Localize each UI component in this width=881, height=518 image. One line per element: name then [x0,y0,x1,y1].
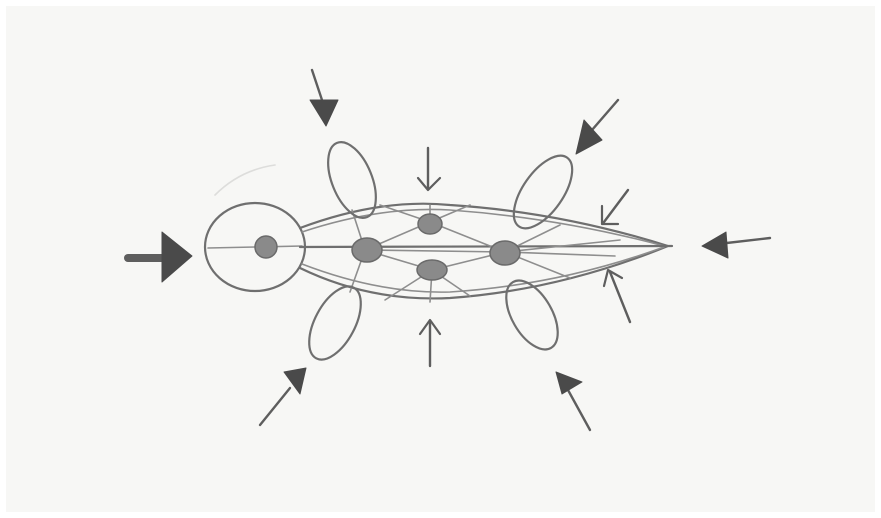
arrow-right-icon [702,232,770,258]
shell-spot-bottom [417,260,447,280]
arrow-right-upper-icon [602,190,628,224]
arrow-right-lower-icon [604,270,630,322]
arrow-bottom-right-icon [556,372,590,430]
shell-spot-left [352,238,382,262]
faint-smudge [215,165,275,195]
shell-spot-right [490,241,520,265]
arrow-top-left-icon [310,70,338,126]
arrow-top-middle-icon [418,148,440,190]
arrow-top-right-icon [576,100,618,154]
flipper-back-bottom [496,272,569,358]
flipper-front-bottom [299,278,372,367]
arrow-bottom-middle-icon [420,320,440,366]
arrow-left-bold-icon [128,232,192,282]
shell-spot-top [418,214,442,234]
arrow-bottom-left-icon [260,368,306,425]
flipper-back-top [503,146,584,238]
head-spot [255,236,277,258]
